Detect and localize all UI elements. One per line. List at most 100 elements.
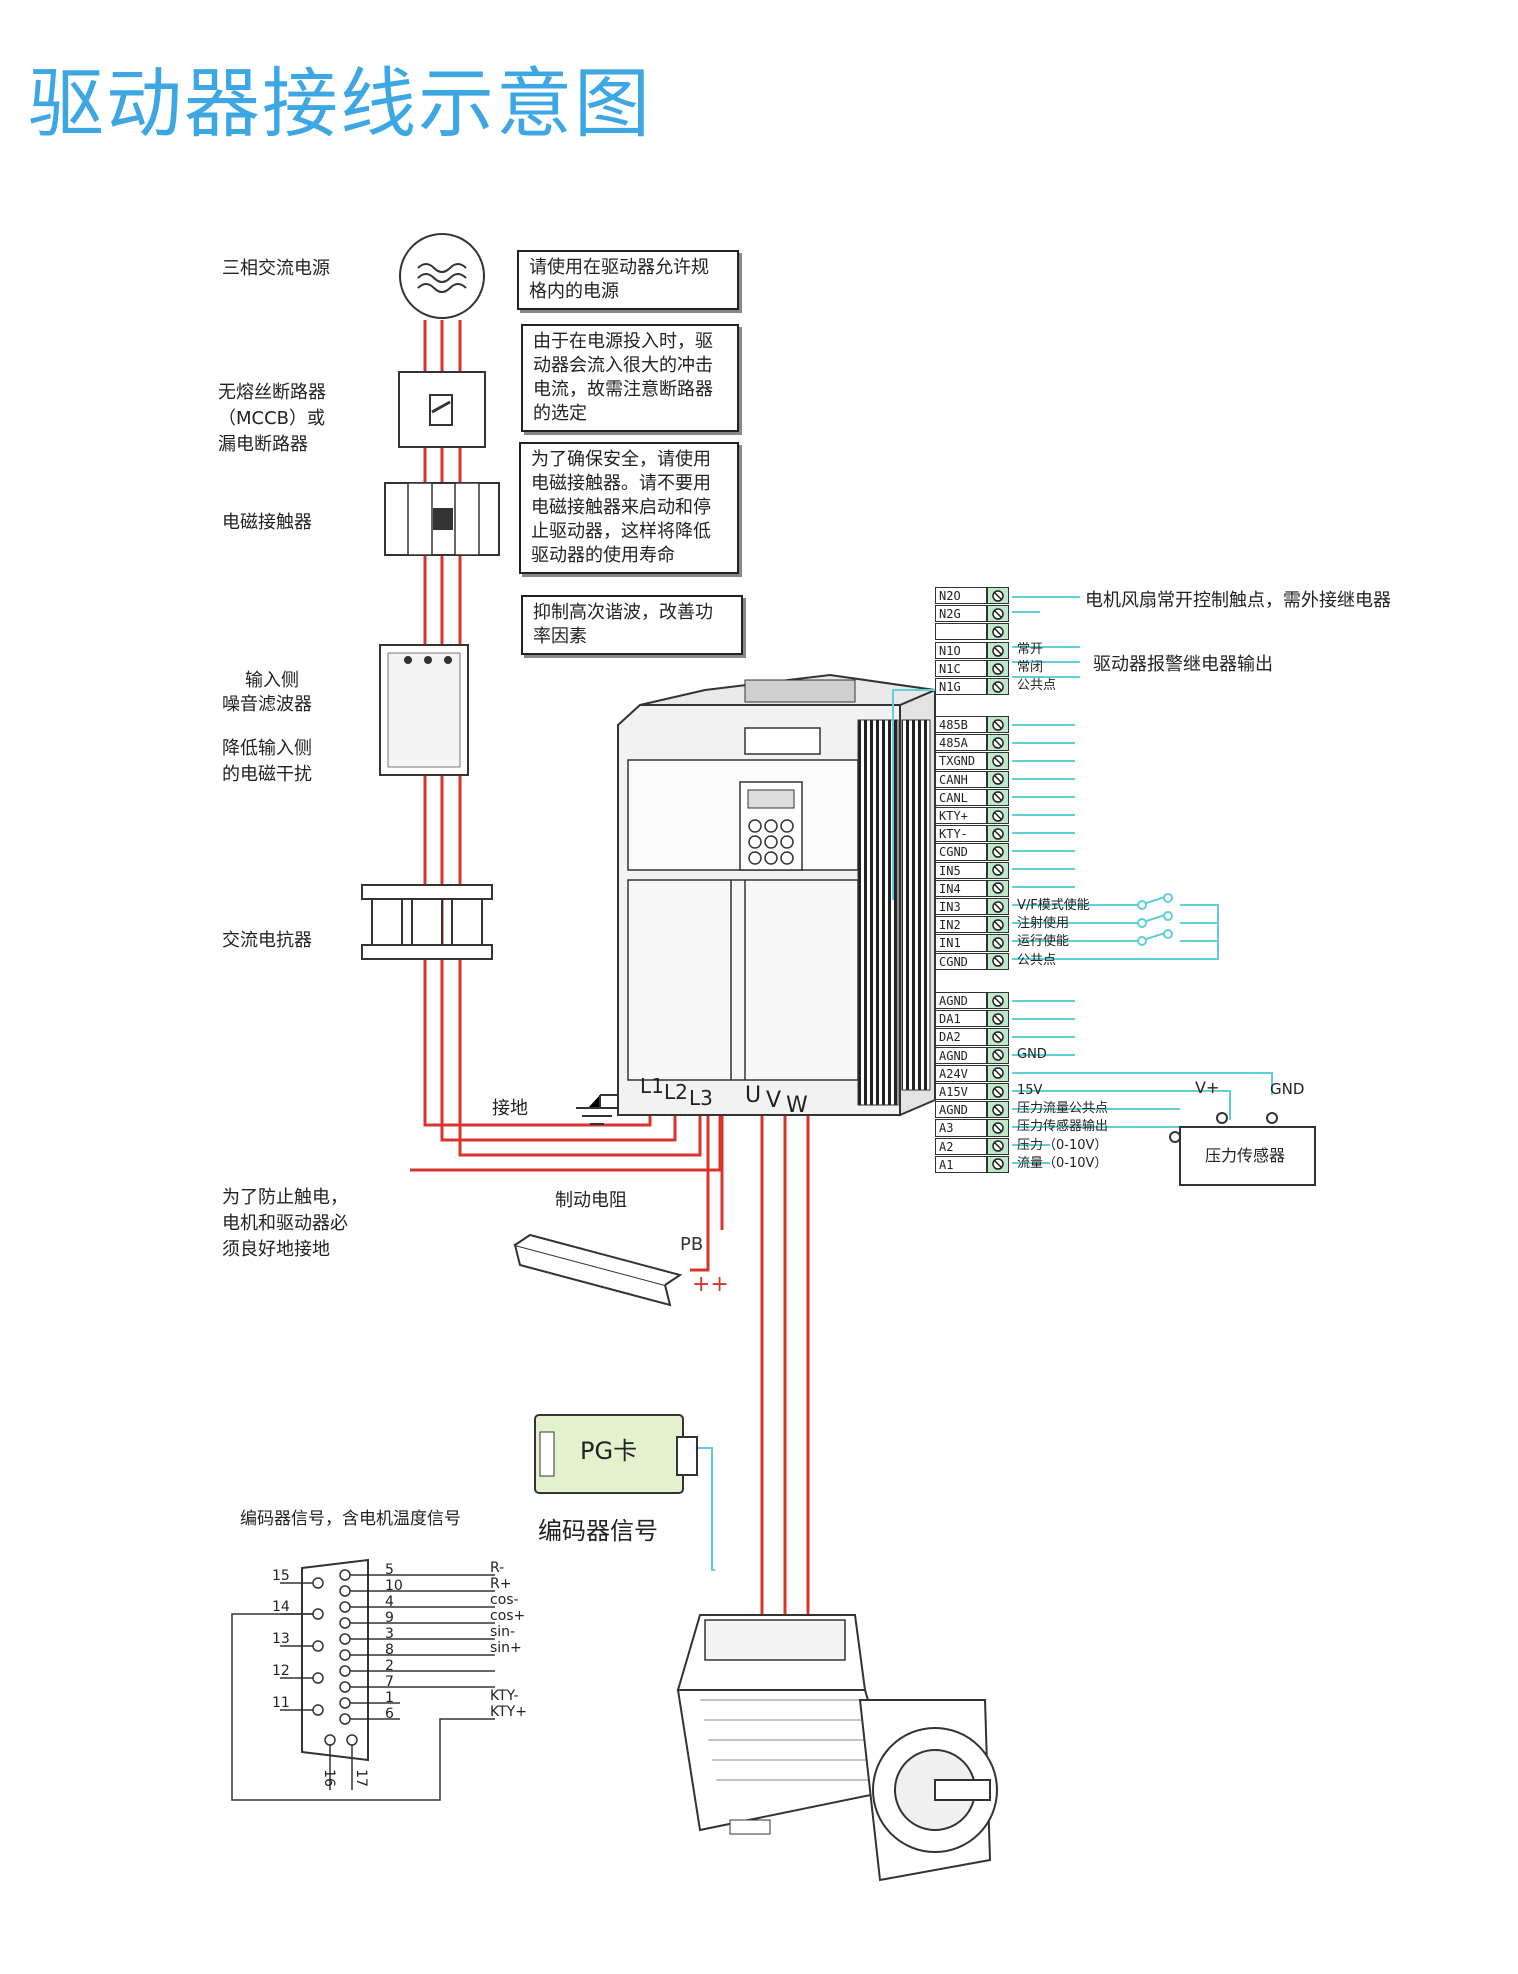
terminal-screw-icon[interactable] (987, 734, 1009, 752)
terminal-row: IN5 (935, 861, 1009, 879)
terminal-screw-icon[interactable] (987, 1083, 1009, 1101)
connector-signal-label: R+ (490, 1576, 512, 1592)
terminal-row: IN2 (935, 916, 1009, 934)
pg-card-label: PG卡 (580, 1437, 638, 1465)
terminal-label: CGND (935, 843, 987, 861)
connector-pin-number: 11 (272, 1695, 290, 1711)
terminal-screw-icon[interactable] (987, 807, 1009, 825)
terminal-screw-icon[interactable] (987, 752, 1009, 770)
terminal-screw-icon[interactable] (987, 678, 1009, 695)
connector-signal-label: sin- (490, 1624, 516, 1640)
terminal-annotation: 运行使能 (1017, 934, 1070, 950)
terminal-screw-icon[interactable] (987, 916, 1009, 934)
connector-signal-label: KTY- (490, 1688, 519, 1704)
terminal-label: A15V (935, 1083, 987, 1101)
terminal-row: N2G (935, 605, 1009, 622)
terminal-screw-icon[interactable] (987, 1010, 1009, 1028)
terminal-label (935, 623, 987, 640)
terminal-screw-icon[interactable] (987, 1064, 1009, 1082)
terminal-screw-icon[interactable] (987, 861, 1009, 879)
note-line: 电流，故需注意断路器 (533, 379, 713, 400)
connector-pin-number: 10 (385, 1578, 403, 1594)
terminal-label: AGND (935, 1046, 987, 1064)
terminal-label: AGND (935, 1101, 987, 1119)
power-source-label: 三相交流电源 (222, 258, 330, 279)
terminal-row: IN3 (935, 898, 1009, 916)
terminal-row: DA2 (935, 1028, 1009, 1046)
terminal-row: AGND (935, 1101, 1009, 1119)
terminal-label: IN1 (935, 934, 987, 952)
ground-label: 接地 (492, 1098, 528, 1119)
terminal-screw-icon[interactable] (987, 934, 1009, 952)
terminal-label: IN4 (935, 879, 987, 897)
terminal-screw-icon[interactable] (987, 642, 1009, 659)
reactor-label: 交流电抗器 (222, 930, 312, 951)
terminal-label: N2O (935, 587, 987, 604)
mccb-label-line3: 漏电断路器 (218, 434, 308, 455)
encoder-signal-label: 编码器信号 (538, 1517, 658, 1545)
terminal-annotation: 压力（0-10V） (1017, 1137, 1108, 1153)
connector-signal-label: cos+ (490, 1608, 526, 1624)
terminal-screw-icon[interactable] (987, 716, 1009, 734)
connector-title: 编码器信号，含电机温度信号 (240, 1509, 461, 1529)
terminal-screw-icon[interactable] (987, 605, 1009, 622)
terminal-label: A2 (935, 1137, 987, 1155)
mccb-breaker-icon (398, 371, 486, 448)
ground-note-line3: 须良好地接地 (222, 1239, 330, 1260)
terminal-v: V (766, 1088, 782, 1113)
terminal-label: IN3 (935, 898, 987, 916)
terminal-screw-icon[interactable] (987, 1101, 1009, 1119)
terminal-row: IN1 (935, 934, 1009, 952)
connector-pin-number: 5 (385, 1562, 394, 1578)
terminal-screw-icon[interactable] (987, 587, 1009, 604)
connector-signal-label: sin+ (490, 1640, 522, 1656)
page-title: 驱动器接线示意图 (28, 59, 652, 148)
terminal-row: 485B (935, 716, 1009, 734)
terminal-label: A3 (935, 1119, 987, 1137)
terminal-row: A3 (935, 1119, 1009, 1137)
terminal-annotation: 压力传感器输出 (1017, 1119, 1109, 1135)
connector-pin-number: 15 (272, 1568, 290, 1584)
terminal-screw-icon[interactable] (987, 1137, 1009, 1155)
terminal-screw-icon[interactable] (987, 898, 1009, 916)
terminal-row: 485A (935, 734, 1009, 752)
terminal-screw-icon[interactable] (987, 1119, 1009, 1137)
terminal-screw-icon[interactable] (987, 788, 1009, 806)
terminal-label: 485A (935, 734, 987, 752)
terminal-screw-icon[interactable] (987, 1028, 1009, 1046)
terminal-screw-icon[interactable] (987, 879, 1009, 897)
terminal-annotation: V/F模式使能 (1017, 898, 1090, 913)
pressure-sensor-box (1169, 1112, 1316, 1186)
filter-note-line2: 的电磁干扰 (222, 764, 312, 785)
terminal-label: KTY+ (935, 807, 987, 825)
terminal-annotation: 公共点 (1017, 952, 1057, 968)
terminal-screw-icon[interactable] (987, 992, 1009, 1010)
terminal-row: A15V (935, 1083, 1009, 1101)
encoder-connector-icon (231, 1558, 495, 1801)
connector-signal-label: R- (490, 1560, 505, 1576)
terminal-screw-icon[interactable] (987, 623, 1009, 640)
terminal-row: TXGND (935, 752, 1009, 770)
terminal-annotation: 压力流量公共点 (1017, 1101, 1109, 1117)
terminal-screw-icon[interactable] (987, 825, 1009, 843)
terminal-screw-icon[interactable] (987, 843, 1009, 861)
ground-note-line2: 电机和驱动器必 (222, 1213, 348, 1234)
ground-note-line1: 为了防止触电， (222, 1187, 348, 1208)
terminal-label: A1 (935, 1155, 987, 1173)
terminal-annotation: 常闭 (1017, 660, 1044, 675)
note-line: 止驱动器，这样将降低 (531, 521, 711, 542)
terminal-screw-icon[interactable] (987, 770, 1009, 788)
terminal-screw-icon[interactable] (987, 952, 1009, 970)
note-line: 电磁接触器来启动和停 (531, 497, 711, 518)
connector-pin-number: 2 (385, 1658, 394, 1674)
pg-card-icon (534, 1414, 698, 1494)
terminal-annotation: 流量（0-10V） (1017, 1155, 1108, 1171)
connector-pin-number: 3 (385, 1626, 394, 1642)
note-line: 驱动器的使用寿命 (531, 545, 675, 566)
terminal-row: IN4 (935, 879, 1009, 897)
contactor-label: 电磁接触器 (222, 512, 312, 533)
terminal-screw-icon[interactable] (987, 1046, 1009, 1064)
terminal-screw-icon[interactable] (987, 660, 1009, 677)
terminal-screw-icon[interactable] (987, 1155, 1009, 1173)
